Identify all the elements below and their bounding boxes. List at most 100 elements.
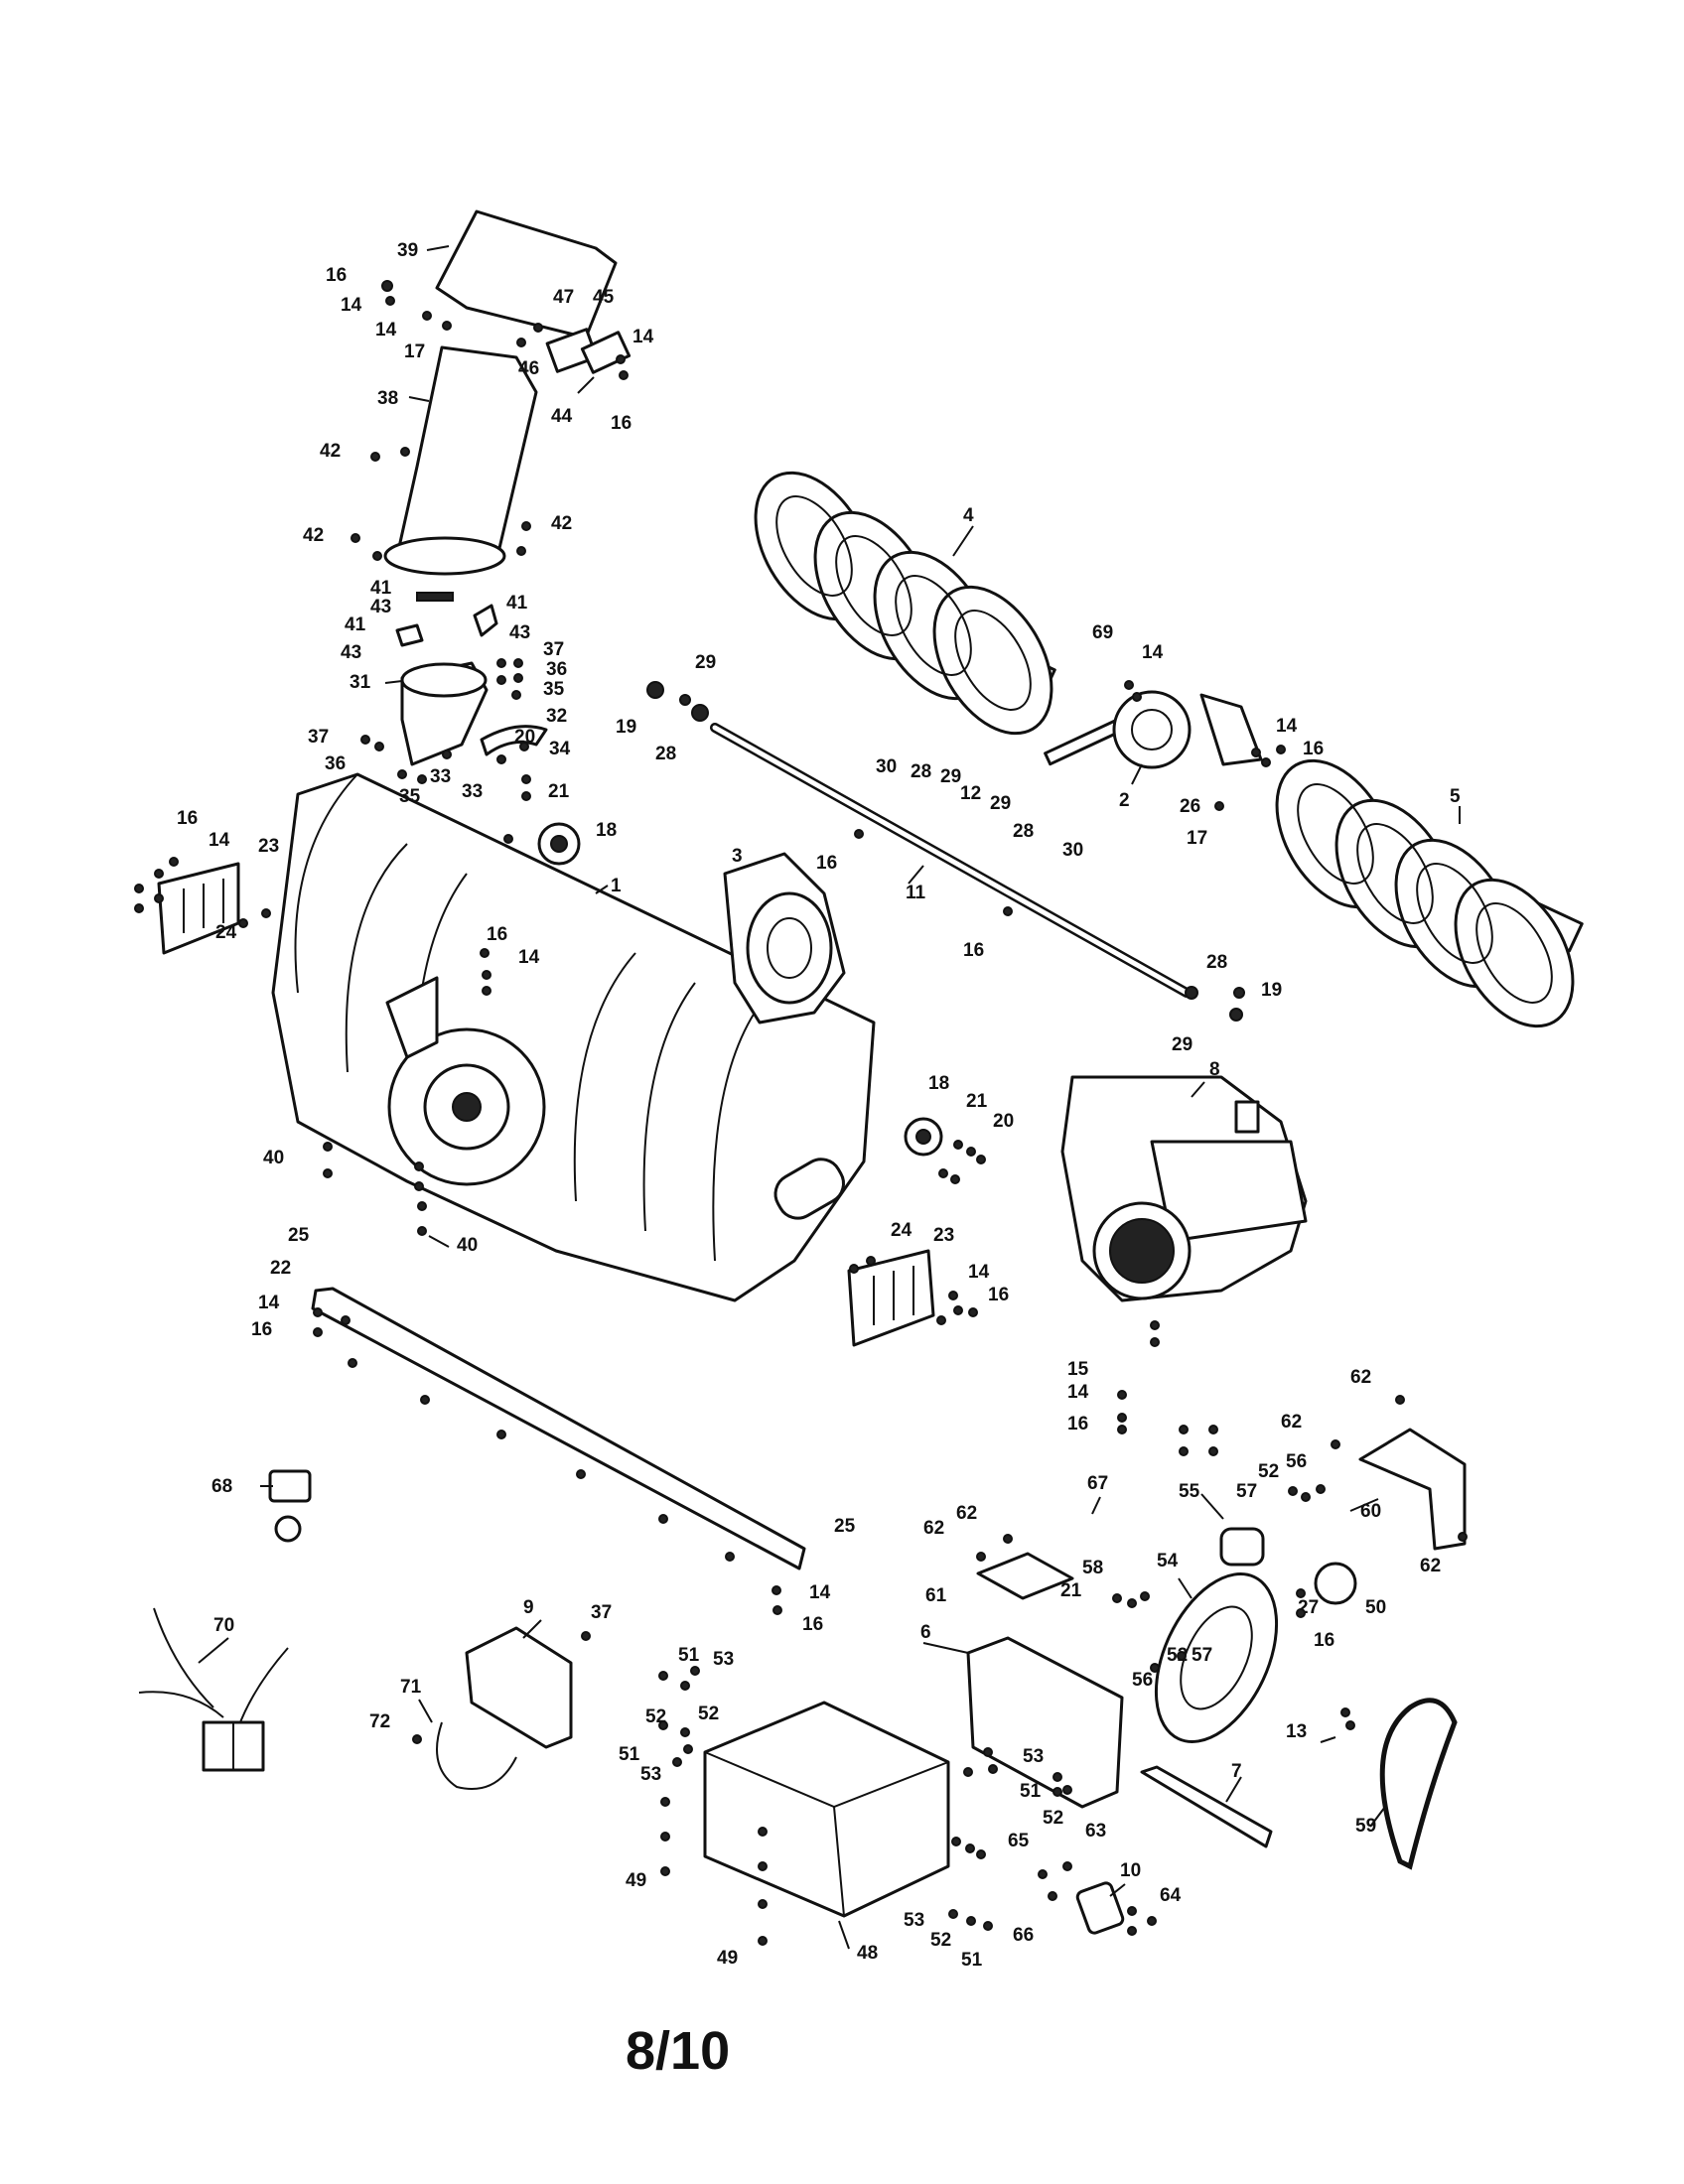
callout-11: 11 [906, 883, 926, 903]
callout-23a: 23 [258, 836, 279, 857]
callout-36a: 36 [546, 659, 567, 680]
callout-21a: 21 [548, 781, 570, 802]
skid-shoe-right [847, 1249, 935, 1347]
hardware-fasteners [134, 280, 1468, 1946]
ignition-switch [268, 1469, 312, 1543]
callout-15: 15 [1067, 1359, 1089, 1380]
callout-3: 3 [732, 846, 743, 867]
callout-14g: 14 [518, 947, 540, 968]
callout-61: 61 [925, 1585, 947, 1606]
transmission-plate [966, 1636, 1124, 1809]
callout-41c: 41 [345, 614, 366, 635]
callout-16b: 16 [611, 413, 632, 434]
callout-70: 70 [213, 1615, 234, 1636]
callout-53a: 53 [713, 1649, 734, 1670]
callout-29d: 29 [1172, 1034, 1193, 1055]
callout-6: 6 [920, 1622, 931, 1643]
callout-31: 31 [350, 672, 371, 693]
callout-28b: 28 [911, 761, 931, 782]
callout-44: 44 [551, 406, 573, 427]
callout-14d: 14 [1142, 642, 1164, 663]
bearing-flange-2 [904, 1117, 943, 1157]
scraper-bar [311, 1287, 806, 1570]
callout-57a: 57 [1236, 1481, 1257, 1502]
callout-37a: 37 [543, 639, 564, 660]
callout-28a: 28 [655, 744, 676, 764]
callout-67: 67 [1087, 1473, 1108, 1494]
callout-2: 2 [1119, 790, 1130, 811]
callout-4: 4 [963, 505, 974, 526]
callout-39: 39 [397, 240, 418, 261]
callout-14c: 14 [632, 327, 654, 347]
impeller-shaft [710, 723, 1192, 998]
callout-22: 22 [270, 1258, 291, 1279]
callout-16f: 16 [963, 940, 984, 961]
callout-14j: 14 [1067, 1382, 1089, 1403]
callout-16g: 16 [487, 924, 507, 945]
callout-17a: 17 [404, 341, 425, 362]
spring [416, 592, 454, 602]
callouts: 1 2 3 4 5 6 7 8 9 10 11 12 13 14 14 14 1… [177, 240, 1461, 1971]
callout-16i: 16 [251, 1319, 272, 1340]
callout-29b: 29 [940, 766, 961, 787]
callout-62a: 62 [1350, 1367, 1371, 1388]
callout-16k: 16 [1314, 1630, 1334, 1651]
callout-71: 71 [400, 1677, 422, 1698]
callout-12: 12 [960, 783, 981, 804]
gearbox [1044, 690, 1192, 769]
callout-59: 59 [1355, 1816, 1376, 1837]
callout-24a: 24 [215, 922, 237, 943]
callout-14e: 14 [1276, 716, 1298, 737]
callout-5: 5 [1450, 786, 1461, 807]
drive-pulley [1154, 1572, 1279, 1743]
callout-52b: 52 [698, 1704, 719, 1724]
callout-56a: 56 [1286, 1451, 1307, 1472]
callout-62c: 62 [923, 1518, 944, 1539]
cover-plate [976, 1552, 1074, 1600]
callout-26: 26 [1180, 796, 1200, 817]
callout-47: 47 [553, 287, 574, 308]
callout-40b: 40 [457, 1235, 478, 1256]
callout-37b: 37 [308, 727, 329, 748]
callout-68: 68 [211, 1476, 232, 1497]
bearing-flange [537, 822, 581, 866]
callout-53d: 53 [904, 1910, 924, 1931]
callout-40a: 40 [263, 1148, 284, 1168]
callout-45: 45 [593, 287, 615, 308]
callout-29a: 29 [695, 652, 716, 673]
callout-51d: 51 [961, 1950, 983, 1971]
gearbox-bracket [1199, 693, 1263, 766]
impeller-housing [723, 852, 846, 1024]
callout-43c: 43 [341, 642, 361, 663]
callout-49a: 49 [626, 1870, 646, 1891]
light-harness [436, 1721, 517, 1790]
callout-41a: 41 [370, 578, 392, 599]
chute-ring [400, 661, 489, 766]
engine [1060, 1075, 1308, 1302]
page-number: 8/10 [626, 2021, 731, 2081]
drive-belt [1379, 1698, 1458, 1870]
callout-43b: 43 [509, 622, 530, 643]
callout-53b: 53 [640, 1764, 661, 1785]
chute-keeper [480, 725, 548, 756]
callout-36b: 36 [325, 753, 346, 774]
callout-51c: 51 [1020, 1781, 1042, 1802]
callout-21b: 21 [966, 1091, 988, 1112]
callout-33b: 33 [462, 781, 483, 802]
callout-14b: 14 [375, 320, 397, 341]
callout-14i: 14 [258, 1293, 280, 1313]
callout-35a: 35 [543, 679, 565, 700]
callout-16e: 16 [816, 853, 837, 874]
callout-16d: 16 [177, 808, 198, 829]
leader-lines [198, 245, 1461, 1950]
callout-55: 55 [1179, 1481, 1200, 1502]
callout-42b: 42 [303, 525, 324, 546]
callout-57b: 57 [1192, 1645, 1212, 1666]
callout-13: 13 [1286, 1721, 1307, 1742]
callout-14f: 14 [209, 830, 230, 851]
callout-18a: 18 [596, 820, 617, 841]
callout-38: 38 [377, 388, 398, 409]
callout-54: 54 [1157, 1551, 1179, 1571]
callout-33a: 33 [430, 766, 451, 787]
chute-handle [580, 331, 632, 374]
